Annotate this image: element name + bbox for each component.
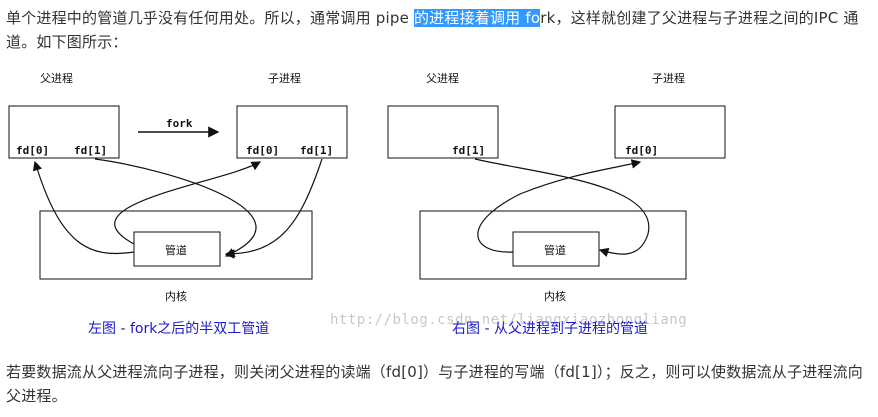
left-parent-process-box [8,105,120,159]
right-arrow-parent-fd1-to-pipe [474,158,650,258]
right-arrow-pipe-to-child-fd0 [477,159,642,253]
left-child-label: 子进程 [268,72,301,85]
intro-text-after: rk，这样就创建了父进程与子进程之间的IPC 通道。如下图所示： [6,9,859,51]
right-kernel-label: 内核 [544,289,566,303]
left-parent-fd0: fd[0] [16,144,49,157]
pipe-diagram: 父进程 子进程 fd[0] fd[1] fd[0] fd[1] fork 管道 … [8,72,726,303]
right-child-label: 子进程 [652,72,685,85]
intro-text-before: 单个进程中的管道几乎没有任何用处。所以，通常调用 pipe [6,9,414,27]
left-pipe-label: 管道 [165,243,187,257]
left-parent-fd1: fd[1] [74,144,107,157]
intro-paragraph: 单个进程中的管道几乎没有任何用处。所以，通常调用 pipe 的进程接着调用 fo… [6,6,872,54]
right-pipe-label: 管道 [544,243,566,257]
left-arrow-child-fd1-to-pipe [224,158,323,259]
outro-paragraph: 若要数据流从父进程流向子进程，则关闭父进程的读端（fd[0]）与子进程的写端（f… [6,363,864,405]
left-child-fd1: fd[1] [300,144,333,157]
fork-label: fork [166,117,193,130]
right-child-fd0: fd[0] [625,144,658,157]
right-child-process-box [614,105,726,159]
watermark: http://blog.csdn.net/liangxiaozhongliang [330,312,688,328]
left-arrow-pipe-to-parent-fd0 [32,160,135,255]
right-diagram: 父进程 子进程 fd[1] fd[0] 管道 内核 [387,72,726,303]
right-parent-process-box [387,105,499,159]
right-parent-fd1: fd[1] [452,144,485,157]
right-pipe-box [512,231,600,267]
left-diagram: 父进程 子进程 fd[0] fd[1] fd[0] fd[1] fork 管道 … [8,72,348,303]
left-parent-label: 父进程 [40,72,73,85]
left-pipe-box [133,231,221,267]
left-arrow-pipe-to-child-fd0 [114,161,262,245]
right-parent-label: 父进程 [426,72,459,85]
left-kernel-label: 内核 [165,289,187,303]
left-child-process-box [236,105,348,159]
left-arrow-parent-fd1-to-pipe [94,158,257,257]
left-caption: 左图 - fork之后的半双工管道 [88,321,270,337]
left-child-fd0: fd[0] [246,144,279,157]
selected-text[interactable]: 的进程接着调用 fo [413,9,541,27]
right-caption: 右图 - 从父进程到子进程的管道 [452,321,648,337]
